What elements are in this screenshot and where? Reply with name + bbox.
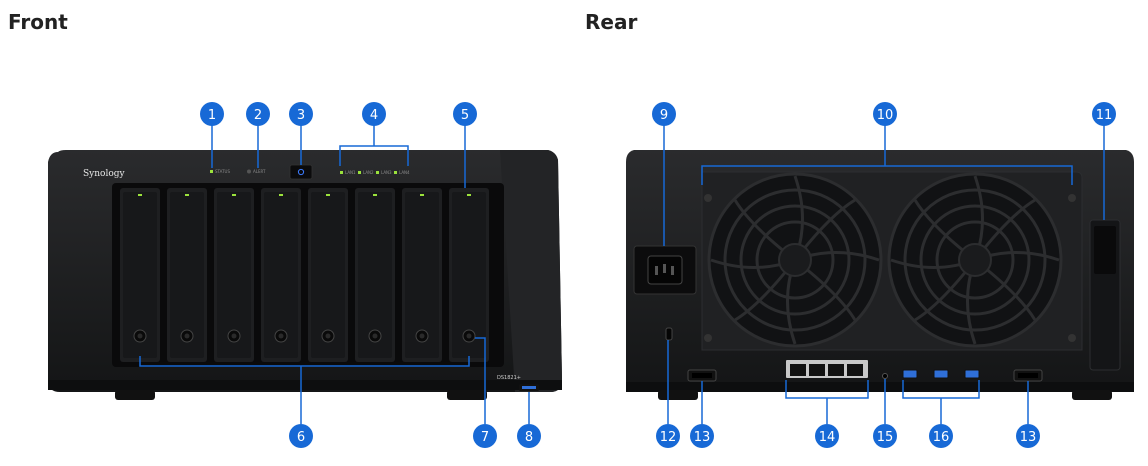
screw (704, 334, 712, 342)
svg-text:3: 3 (297, 108, 305, 123)
power-button[interactable] (289, 164, 313, 180)
lan4-led-label: LAN4 (399, 170, 410, 175)
status-led (210, 170, 213, 173)
svg-text:15: 15 (877, 430, 894, 445)
drive-tray-8[interactable] (449, 188, 489, 362)
callout-12: 12 (656, 424, 680, 448)
power-icon (297, 168, 305, 176)
callout-16: 16 (929, 424, 953, 448)
front-side-right (500, 150, 562, 392)
svg-text:2: 2 (254, 108, 262, 123)
screw (1068, 334, 1076, 342)
callout-8: 8 (517, 424, 541, 448)
callout-4: 4 (362, 102, 386, 126)
alert-led-label: ALERT (253, 169, 266, 174)
drive-tray-7[interactable] (402, 188, 442, 362)
foot (1072, 390, 1112, 400)
front-usb-insert (522, 386, 536, 389)
lan2-led-label: LAN2 (363, 170, 374, 175)
callout-9: 9 (652, 102, 676, 126)
front-heading: Front (8, 10, 68, 34)
alert-led (247, 169, 251, 174)
lan2-led (358, 171, 361, 174)
lan1-led-label: LAN1 (345, 170, 356, 175)
svg-text:10: 10 (877, 108, 894, 123)
callout-1: 1 (200, 102, 224, 126)
svg-text:1: 1 (208, 108, 216, 123)
callout-11: 11 (1092, 102, 1116, 126)
callout-3: 3 (289, 102, 313, 126)
callout-15: 15 (873, 424, 897, 448)
drive-tray-6[interactable] (355, 188, 395, 362)
drive-tray-1[interactable] (120, 188, 160, 362)
drive-tray-5[interactable] (308, 188, 348, 362)
rear-usb-port-2[interactable] (933, 369, 949, 379)
svg-text:13: 13 (1020, 430, 1037, 445)
drive-tray-2[interactable] (167, 188, 207, 362)
model-label: DS1821+ (497, 375, 521, 381)
pcie-bracket (1094, 226, 1116, 274)
svg-text:16: 16 (933, 430, 950, 445)
power-pin (671, 266, 674, 275)
svg-text:4: 4 (370, 108, 378, 123)
callout-2: 2 (246, 102, 270, 126)
svg-text:8: 8 (525, 430, 533, 445)
svg-text:13: 13 (694, 430, 711, 445)
synology-logo: Synology (83, 169, 126, 179)
callout-6: 6 (289, 424, 313, 448)
front-bottom-trim (48, 380, 562, 390)
callout-14: 14 (815, 424, 839, 448)
svg-text:6: 6 (297, 430, 305, 445)
foot (658, 390, 698, 400)
svg-text:12: 12 (660, 430, 677, 445)
callout-7: 7 (473, 424, 497, 448)
svg-text:14: 14 (819, 430, 836, 445)
expansion-port-right-insert (1018, 373, 1038, 378)
lan3-led-label: LAN3 (381, 170, 392, 175)
screw (704, 194, 712, 202)
rear-usb-port-3[interactable] (964, 369, 980, 379)
expansion-port-left-insert (692, 373, 712, 378)
callouts: 1 2 3 4 5 6 7 8 9 10 11 12 13 13 14 15 1… (200, 102, 1116, 448)
lan-ports[interactable] (786, 360, 868, 378)
power-pin (655, 266, 658, 275)
fan-2 (887, 172, 1063, 348)
drive-tray-4[interactable] (261, 188, 301, 362)
svg-text:7: 7 (481, 430, 489, 445)
callout-5: 5 (453, 102, 477, 126)
fan-1 (707, 172, 883, 348)
screw (1068, 194, 1076, 202)
rear-bottom-trim (626, 382, 1134, 392)
rear-view (626, 150, 1134, 400)
front-view: Synology DS1821+ STATUS ALERT LAN1 LAN2 … (48, 150, 562, 400)
kensington-slot[interactable] (665, 327, 673, 341)
lan1-led (340, 171, 343, 174)
leader-lines (139, 124, 1105, 424)
callout-13-right: 13 (1016, 424, 1040, 448)
callout-10: 10 (873, 102, 897, 126)
svg-text:9: 9 (660, 108, 668, 123)
lan3-led (376, 171, 379, 174)
callout-13-left: 13 (690, 424, 714, 448)
rear-usb-port-1[interactable] (902, 369, 918, 379)
foot (447, 390, 487, 400)
foot (115, 390, 155, 400)
status-led-label: STATUS (215, 169, 230, 174)
drive-tray-3[interactable] (214, 188, 254, 362)
lan4-led (394, 171, 397, 174)
power-pin (663, 264, 666, 273)
reset-button[interactable] (882, 373, 888, 379)
svg-text:5: 5 (461, 108, 469, 123)
rear-heading: Rear (585, 10, 638, 34)
svg-text:11: 11 (1096, 108, 1113, 123)
